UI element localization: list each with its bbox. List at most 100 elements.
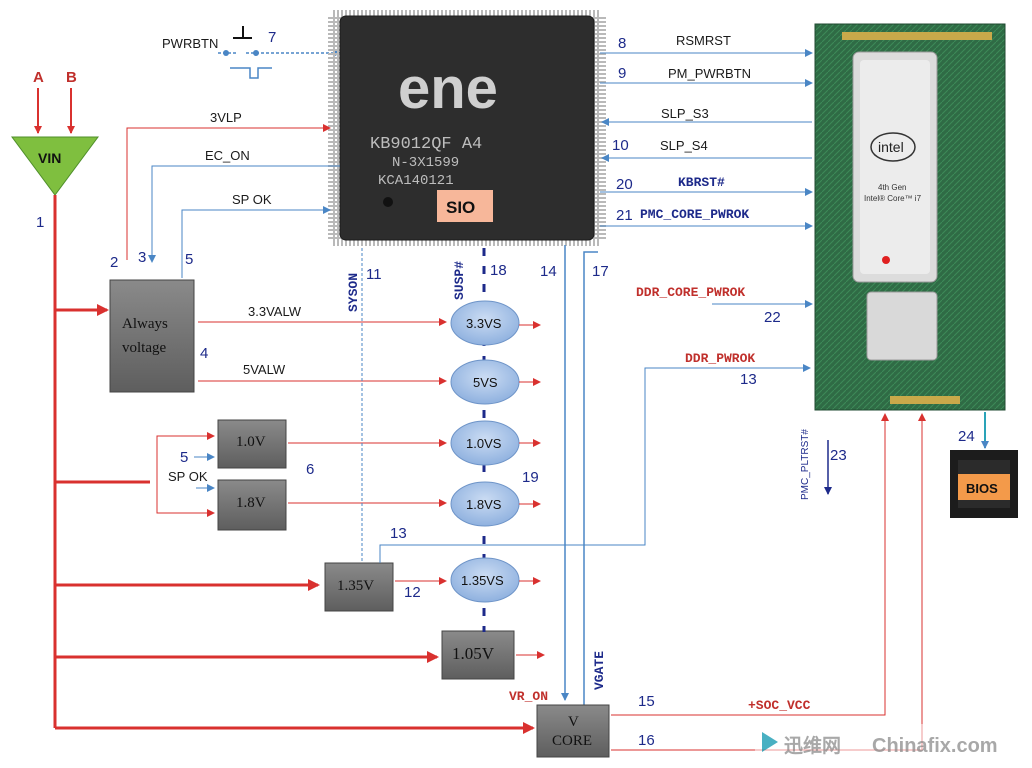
kbrst-label: KBRST# — [678, 175, 725, 190]
sio-part: KB9012QF A4 — [370, 135, 482, 154]
step-5b: 5 — [180, 449, 188, 466]
vin-rail — [53, 195, 535, 734]
signal-sp-ok: SP OK 5 — [181, 192, 331, 278]
slp-s4-label: SLP_S4 — [660, 138, 708, 153]
soc-vcc-wire: +SOC_VCC 15 — [611, 413, 889, 716]
rail-5vs: 5VS — [450, 359, 541, 405]
power-button[interactable]: PWRBTN 7 — [162, 26, 341, 79]
step-1: 1 — [36, 214, 44, 231]
input-b-label: B — [66, 69, 77, 86]
step-22: 22 — [764, 309, 781, 326]
step-21: 21 — [616, 207, 633, 224]
step-6: 6 — [306, 461, 314, 478]
step-19: 19 — [522, 469, 539, 486]
signal-sp-ok-label: SP OK — [232, 192, 272, 207]
rail-1-35vs-label: 1.35VS — [461, 573, 504, 588]
signal-ec-on-label: EC_ON — [205, 148, 250, 163]
step-13: 13 — [740, 371, 757, 388]
signal-ec-on: EC_ON 3 — [138, 148, 340, 266]
signal-susp: SUSP# 18 — [452, 248, 507, 632]
pm-pwrbtn-label: PM_PWRBTN — [668, 66, 751, 81]
rail-1-35vs: 1.35VS — [450, 557, 541, 603]
rail-1-0vs-label: 1.0VS — [466, 436, 502, 451]
step-8: 8 — [618, 35, 626, 52]
pwrbtn-label: PWRBTN — [162, 36, 218, 51]
signal-ddr-pwrok: DDR_PWROK 13 13 — [379, 351, 811, 563]
step-16: 16 — [638, 732, 655, 749]
signal-14: 14 — [540, 245, 569, 701]
always-line2: voltage — [122, 340, 166, 356]
rail-3-3vs: 3.3VS — [450, 300, 541, 346]
input-b: B — [66, 69, 77, 134]
step-9: 9 — [618, 65, 626, 82]
sio-chip: ene KB9012QF A4 N-3X1599 KCA140121 SIO — [328, 10, 606, 246]
step-23: 23 — [830, 447, 847, 464]
step-4: 4 — [200, 345, 208, 362]
vin-label: VIN — [38, 150, 61, 166]
step-5: 5 — [185, 251, 193, 268]
step-13b: 13 — [390, 525, 407, 542]
slp-s3-label: SLP_S3 — [661, 106, 709, 121]
step-15: 15 — [638, 693, 655, 710]
switched-rails: 3.3VS 5VS 1.0VS 1.8VS 1.35VS — [450, 300, 541, 603]
ddr-core-pwrok-label: DDR_CORE_PWROK — [636, 285, 745, 300]
cpu-brand: intel — [878, 139, 904, 155]
step-24: 24 — [958, 428, 975, 445]
rail-1-8vs-label: 1.8VS — [466, 497, 502, 512]
sio-brand: ene — [398, 56, 498, 121]
signal-vgate: VGATE 17 — [583, 251, 609, 705]
rail-3-3vs-label: 3.3VS — [466, 316, 502, 331]
step-3: 3 — [138, 249, 146, 266]
ddr-pwrok-label: DDR_PWROK — [685, 351, 755, 366]
sio-date: KCA140121 — [378, 173, 454, 189]
rail-5valw-label: 5VALW — [243, 362, 286, 377]
signal-syson: SYSON 11 — [346, 248, 382, 562]
regulator-1-35v: 1.35V — [324, 562, 394, 612]
watermark-en: Chinafix.com — [872, 735, 998, 757]
regulator-1-8v-label: 1.8V — [236, 495, 266, 511]
pmc-core-pwrok-label: PMC_CORE_PWROK — [640, 207, 749, 222]
regulator-1-05v-label: 1.05V — [452, 644, 495, 663]
bios-chip: 24 BIOS — [950, 412, 1018, 518]
step-11: 11 — [366, 266, 382, 283]
step-2: 2 — [110, 254, 118, 271]
regulator-1-8v: 1.8V — [217, 479, 287, 531]
susp-label: SUSP# — [452, 261, 467, 300]
pmc-pltrst-label: PMC_PLTRST# — [800, 429, 811, 500]
step-17: 17 — [592, 263, 609, 280]
step-12: 12 — [404, 584, 421, 601]
watermark-cn: 迅维网 — [784, 734, 841, 757]
input-a: A — [33, 69, 44, 134]
vr-on-label: VR_ON — [509, 689, 548, 704]
rail-5vs-label: 5VS — [473, 375, 498, 390]
syson-label: SYSON — [346, 273, 361, 312]
regulator-1-05v: 1.05V — [441, 630, 515, 680]
step-14: 14 — [540, 263, 557, 280]
sp-ok-input-label: SP OK — [168, 469, 208, 484]
rail-1-8vs: 1.8VS — [450, 481, 541, 527]
always-voltage-box: Always voltage — [109, 279, 195, 393]
signal-3vlp-label: 3VLP — [210, 110, 242, 125]
vcore-line1: V — [568, 714, 579, 730]
sio-lot: N-3X1599 — [392, 155, 459, 171]
vgate-label: VGATE — [592, 651, 607, 690]
sio-tag: SIO — [446, 198, 475, 217]
vcore-box: V CORE — [536, 704, 610, 758]
rail-3-3valw: 3.3VALW — [198, 304, 447, 326]
step-20: 20 — [616, 176, 633, 193]
cpu-gen: 4th Gen — [878, 183, 906, 192]
input-a-label: A — [33, 69, 44, 86]
rail-3-3valw-label: 3.3VALW — [248, 304, 302, 319]
rsmrst-label: RSMRST — [676, 33, 731, 48]
step-10: 10 — [612, 137, 629, 154]
signal-pmc-pltrst: PMC_PLTRST# 23 — [800, 429, 847, 500]
step-18: 18 — [490, 262, 507, 279]
right-signals: RSMRST 8 PM_PWRBTN 9 SLP_S3 SLP_S4 10 KB… — [600, 33, 813, 326]
cpu-package: intel 4th Gen Intel® Core™ i7 — [814, 23, 1006, 411]
watermark: 迅维网 Chinafix.com — [755, 724, 1032, 768]
signal-3vlp: 3VLP 2 — [110, 110, 331, 271]
regulator-1-35v-label: 1.35V — [337, 578, 374, 594]
always-line1: Always — [122, 316, 168, 332]
rail-5valw: 5VALW — [198, 362, 447, 385]
